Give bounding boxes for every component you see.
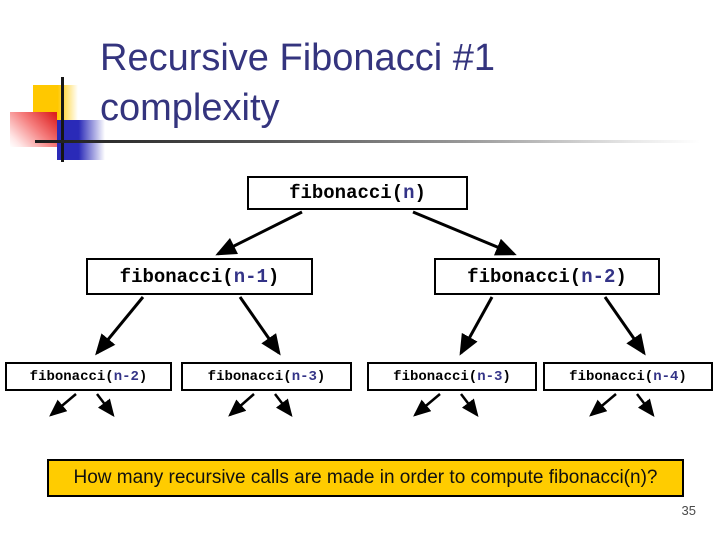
node-text: ) — [615, 265, 627, 288]
tree-node-n-minus-4-leaf: fibonacci(n-4) — [543, 362, 713, 391]
node-text: ) — [678, 368, 687, 385]
edge-continuation — [96, 393, 115, 417]
edge-n1-to-n2 — [95, 296, 145, 356]
node-text: ) — [316, 368, 326, 385]
tree-node-n-minus-3-leaf: fibonacci(n-3) — [367, 362, 537, 391]
edge-continuation — [460, 393, 479, 417]
tree-node-root: fibonacci(n) — [247, 176, 468, 210]
slide-title-line2: complexity — [100, 87, 280, 129]
edge-continuation — [274, 393, 293, 417]
tree-node-n-minus-2-leaf: fibonacci(n-2) — [5, 362, 172, 391]
node-argument: n-2 — [581, 265, 616, 288]
ornament-vertical-line — [61, 77, 64, 162]
question-banner: How many recursive calls are made in ord… — [47, 459, 684, 497]
node-argument: n — [403, 182, 415, 204]
node-text: ) — [267, 265, 280, 288]
tree-node-n-minus-2: fibonacci(n-2) — [434, 258, 660, 295]
edge-n2-to-n3 — [459, 296, 494, 356]
node-argument: n-2 — [113, 368, 139, 385]
slide-title-line1: Recursive Fibonacci #1 — [100, 37, 495, 79]
node-text: fibonacci( — [289, 182, 404, 204]
edge-n2-to-n4 — [603, 296, 646, 356]
node-text: ) — [414, 182, 426, 204]
node-argument: n-3 — [477, 368, 503, 385]
node-argument: n-1 — [233, 265, 268, 288]
node-argument: n-3 — [291, 368, 317, 385]
slide-title: Recursive Fibonacci #1 complexity — [100, 33, 700, 133]
node-text: fibonacci( — [467, 265, 582, 288]
node-text: ) — [138, 368, 148, 385]
tree-node-n-minus-3-leaf: fibonacci(n-3) — [181, 362, 352, 391]
edge-n1-to-n3 — [238, 296, 281, 356]
tree-node-n-minus-1: fibonacci(n-1) — [86, 258, 313, 295]
node-text: fibonacci( — [393, 368, 478, 385]
node-text: fibonacci( — [119, 265, 234, 288]
page-number: 35 — [681, 503, 696, 518]
edge-continuation — [49, 393, 77, 417]
node-text: ) — [502, 368, 511, 385]
node-text: fibonacci( — [29, 368, 114, 385]
node-argument: n-4 — [653, 368, 679, 385]
edge-continuation — [228, 393, 255, 417]
node-text: fibonacci( — [569, 368, 654, 385]
title-divider-rule — [35, 140, 700, 143]
edge-root-to-n1 — [215, 210, 303, 256]
edge-continuation — [413, 393, 441, 417]
question-text: How many recursive calls are made in ord… — [73, 467, 658, 488]
edge-continuation — [589, 393, 617, 417]
edge-root-to-n2 — [412, 210, 517, 256]
node-text: fibonacci( — [207, 368, 292, 385]
edge-continuation — [636, 393, 655, 417]
